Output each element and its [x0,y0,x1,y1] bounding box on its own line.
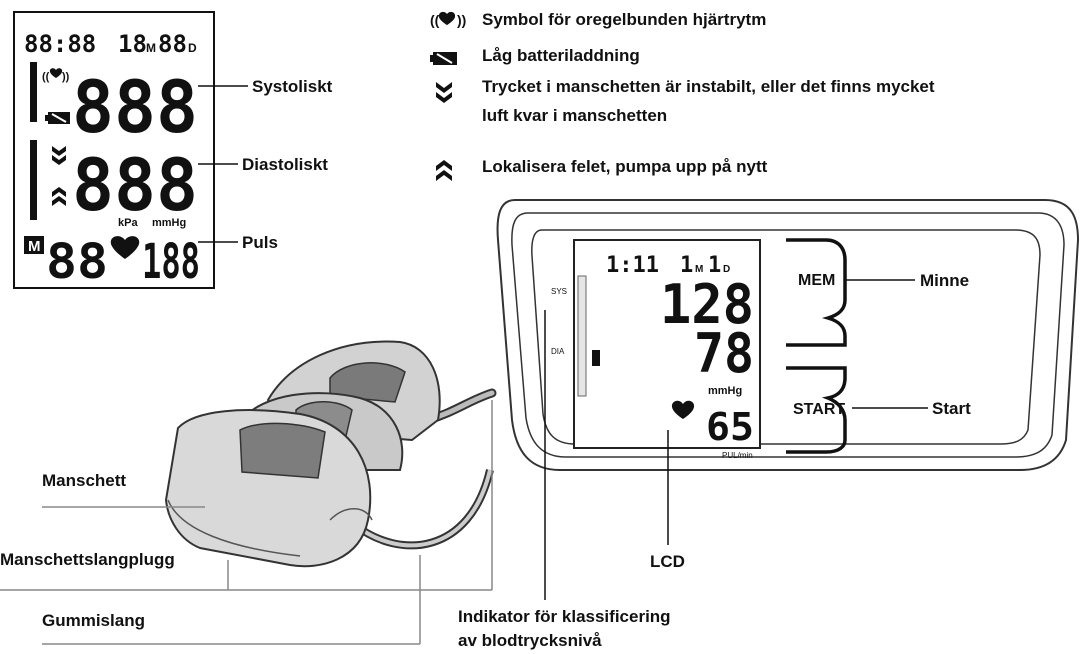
irregular-heartbeat-icon: (( )) [430,11,466,28]
legend-item-unstable: Trycket i manschetten är instabilt, elle… [482,77,935,96]
lcd-detail-time: 88:88 [24,30,96,58]
lcd-detail-mem-no: 88 [46,234,108,290]
monitor-device: SYS DIA 1:11 1 M 1 D 128 78 mmHg 65 PUL/… [496,199,1080,471]
device-m: M [695,264,703,275]
arrow-up-icon [436,160,452,181]
arrow-up-icon [52,187,66,206]
device-dia-tag: DIA [551,347,565,356]
device-time: 1:11 [606,253,659,278]
low-battery-icon [430,52,457,65]
device-month: 1 [680,253,693,278]
device-dia: 78 [694,322,754,385]
legend: (( )) Symbol för oregelbunden hjärtrytm … [430,10,935,181]
arrow-down-icon [52,146,66,165]
label-start: Start [932,399,971,418]
lcd-detail: 88:88 18 M 88 D (( )) 888 888 kPa mmHg M… [13,11,215,290]
svg-text:((: (( [430,12,440,28]
device-pulse: 65 [706,405,754,449]
arrow-down-icon [436,82,452,103]
label-memory: Minne [920,271,969,290]
low-battery-icon [45,112,70,124]
svg-text:((: (( [42,71,50,83]
device-day: 1 [708,253,721,278]
legend-item-unstable-2: luft kvar i manschetten [482,106,667,125]
lcd-detail-mmhg: mmHg [152,217,186,229]
svg-text:)): )) [62,71,70,83]
mem-button[interactable]: MEM [798,272,835,289]
start-button[interactable]: START [793,401,845,418]
lcd-detail-bar-upper [30,62,37,122]
cuff [164,340,497,568]
device-sys: 128 [660,273,754,336]
lcd-detail-mem-box [24,236,44,254]
lcd-detail-d: D [188,41,197,55]
label-indicator-2: av blodtrycksnivå [458,631,602,650]
svg-text:)): )) [457,12,466,28]
lcd-detail-mem: M [28,238,41,255]
device-lcd [573,239,761,449]
device-d: D [723,264,730,275]
legend-item-reinflate: Lokalisera felet, pumpa upp på nytt [482,157,768,176]
label-lcd: LCD [650,552,685,571]
heart-icon [110,236,140,259]
lcd-detail-kpa: kPa [118,217,138,229]
lcd-detail-dia: 888 [72,143,198,227]
label-pulse: Puls [242,233,278,252]
label-hose-plug: Manschettslangplugg [0,550,175,569]
label-indicator: Indikator för klassificering [458,607,671,626]
lcd-detail-day: 88 [158,30,187,58]
device-pulse-unit: PUL/min [722,451,753,460]
lcd-detail-pulse: 188 [142,234,200,290]
legend-item-irregular: Symbol för oregelbunden hjärtrytm [482,10,766,29]
legend-item-battery: Låg batteriladdning [482,46,640,65]
irregular-heartbeat-icon: (( )) [42,68,70,83]
lcd-detail-sys: 888 [72,65,198,149]
lcd-detail-m: M [146,41,156,55]
heart-icon [671,400,695,419]
device-sys-tag: SYS [551,287,567,296]
label-diastolic: Diastoliskt [242,155,328,174]
device-unit: mmHg [708,385,742,397]
lcd-detail-month: 18 [118,30,147,58]
label-rubber-hose: Gummislang [42,611,145,630]
lcd-detail-bar-lower [30,140,37,220]
label-cuff: Manschett [42,471,126,490]
label-systolic: Systoliskt [252,77,333,96]
